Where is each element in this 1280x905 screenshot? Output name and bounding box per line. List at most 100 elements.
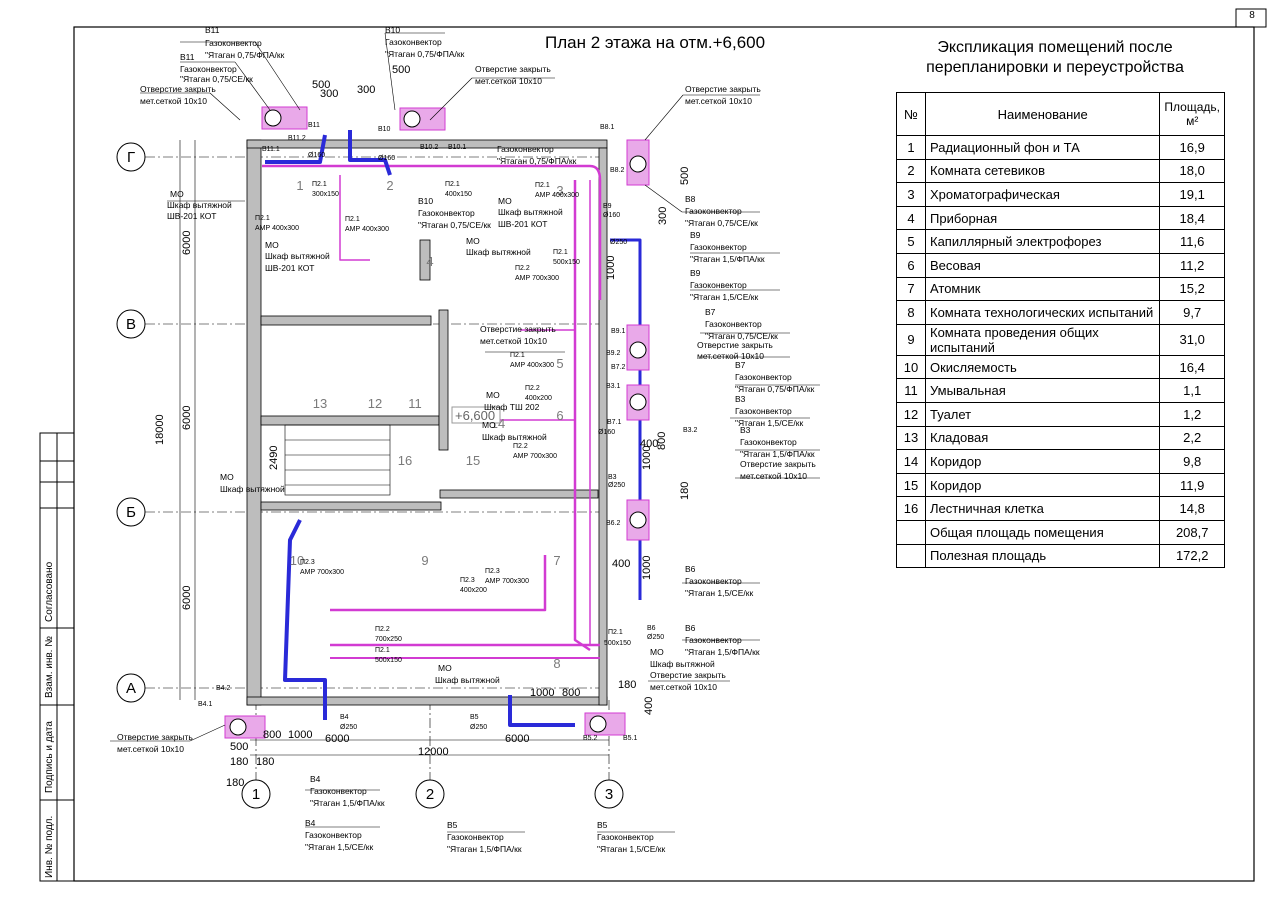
label-gk-b10a: Газоконвектор — [385, 37, 442, 47]
row-num: 13 — [896, 425, 926, 451]
row-area: 11,9 — [1159, 472, 1225, 498]
tag-p21-a: П2.1 — [312, 181, 327, 188]
label-cab-2: Шкаф вытяжной — [265, 251, 330, 261]
label-opening-b6-2: мет.сеткой 10х10 — [650, 682, 717, 692]
convector-b3-unit — [626, 384, 650, 421]
tag-amp700-k: АМР 700х300 — [300, 569, 344, 576]
tag-p22-i: П2.2 — [525, 385, 540, 392]
room-tag-8: 8 — [553, 656, 560, 671]
stamp-vzam: Взам. инв. № — [44, 636, 55, 698]
room-tag-6: 6 — [556, 408, 563, 423]
label-b11-mid: В11 — [180, 52, 195, 62]
label-yat-b3a: "Ятаган 1,5/СЕ/кк — [735, 418, 803, 428]
header-area: Площадь, м² — [1159, 92, 1225, 136]
row-area: 1,1 — [1159, 378, 1225, 403]
label-opening-b4-1: Отверстие закрыть — [117, 732, 193, 742]
row-name: Коридор — [924, 449, 1161, 474]
tag-amp400-h: АМР 400х300 — [510, 362, 554, 369]
label-gk-b7a: Газоконвектор — [705, 319, 762, 329]
row-name: Комната сетевиков — [924, 158, 1161, 184]
dim-800-b3: 800 — [656, 432, 668, 450]
tag-p21-b: П2.1 — [445, 181, 460, 188]
row-name: Окисляемость — [924, 354, 1161, 380]
tag-s400x150: 400х150 — [445, 191, 472, 198]
tag-b6-2: В6.2 — [606, 520, 621, 527]
label-opening-b10-1: Отверстие закрыть — [475, 64, 551, 74]
ducts — [262, 130, 642, 727]
tag-b9-1: В9.1 — [611, 328, 626, 335]
tag-s500x150-o: 500х150 — [375, 657, 402, 664]
duct-b5 — [508, 695, 575, 727]
label-b6b: В6 — [685, 623, 696, 633]
room-tag-4: 4 — [426, 254, 433, 269]
explication-title-line2: перепланировки и переустройства — [926, 59, 1184, 76]
label-yat-b7a: "Ятаган 0,75/СЕ/кк — [705, 331, 778, 341]
room-tag-7: 7 — [553, 553, 560, 568]
dim-400-b6: 400 — [612, 558, 630, 570]
dim-2490: 2490 — [268, 446, 280, 470]
room-tag-5: 5 — [556, 356, 563, 371]
tag-d250-b9: Ø250 — [610, 239, 627, 246]
label-opening-b11-2: мет.сеткой 10х10 — [140, 96, 207, 106]
room-tag-2: 2 — [386, 178, 393, 193]
row-area: 16,9 — [1159, 135, 1225, 160]
tag-d250-b4: Ø250 — [340, 724, 357, 731]
elevation-mark: +6,600 — [451, 406, 501, 424]
row-name: Капиллярный электрофорез — [924, 229, 1161, 254]
row-area: 18,0 — [1159, 158, 1225, 184]
tag-b3-2: В3.2 — [683, 427, 698, 434]
row-name: Комната технологических испытаний — [924, 300, 1161, 325]
label-yat-b7b: "Ятаган 0,75/ФПА/кк — [735, 384, 815, 394]
duct-b10 — [348, 130, 392, 176]
row-name: Лестничная клетка — [924, 496, 1161, 521]
axis-label-3: 3 — [605, 786, 613, 803]
label-opening-b3-2: мет.сеткой 10х10 — [740, 471, 807, 481]
tag-b3-1: В3.1 — [606, 383, 621, 390]
dim-1000-b4: 1000 — [288, 729, 312, 741]
dim-500-b4: 500 — [230, 741, 248, 753]
row-name: Полезная площадь — [924, 543, 1161, 569]
tag-p21-right: П2.1 — [608, 629, 623, 636]
row-area: 11,2 — [1159, 252, 1225, 278]
label-b6a: В6 — [685, 564, 696, 574]
row-name: Общая площадь помещения — [924, 519, 1161, 545]
label-b11-top: В11 — [205, 25, 220, 35]
row-area: 16,4 — [1159, 354, 1225, 380]
label-yat-b10a: "Ятаган 0,75/ФПА/кк — [385, 49, 465, 59]
svg-text:+6,600: +6,600 — [455, 408, 495, 423]
row-num: 16 — [896, 496, 926, 521]
approval-stamp — [39, 432, 75, 882]
label-gk-b5b: Газоконвектор — [597, 832, 654, 842]
label-cab-6: Шкаф вытяжной — [482, 432, 547, 442]
dim-180-b4b: 180 — [256, 756, 274, 768]
dim-400-b5: 400 — [643, 697, 655, 715]
row-num: 9 — [896, 323, 926, 356]
label-gk-b10b: Газоконвектор — [418, 208, 475, 218]
row-area: 11,6 — [1159, 229, 1225, 254]
axis-label-2: 2 — [426, 786, 434, 803]
row-num: 15 — [896, 472, 926, 498]
label-gk-b3a: Газоконвектор — [735, 406, 792, 416]
dim-180-b4: 180 — [230, 756, 248, 768]
room-tag-3: 3 — [556, 183, 563, 198]
duct-riser — [610, 238, 642, 600]
tag-d250-b3: Ø250 — [608, 482, 625, 489]
label-mo-1: МО — [170, 189, 184, 199]
convector-b8-unit — [626, 139, 650, 186]
label-b10-lower: В10 — [418, 196, 433, 206]
label-opening-mid-1: Отверстие закрыть — [480, 324, 556, 334]
label-gk-center: Газоконвектор — [497, 144, 554, 154]
row-num: 7 — [896, 276, 926, 302]
tag-d250-b6: Ø250 — [647, 634, 664, 641]
room-tag-11: 11 — [408, 396, 422, 411]
label-yat-b4b: "Ятаган 1,5/СЕ/кк — [305, 842, 373, 852]
plan-title: План 2 этажа на отм.+6,600 — [545, 33, 766, 52]
label-yat-b6b: "Ятаган 1,5/ФПА/кк — [685, 647, 760, 657]
row-name: Комната проведения общих испытаний — [924, 323, 1161, 356]
